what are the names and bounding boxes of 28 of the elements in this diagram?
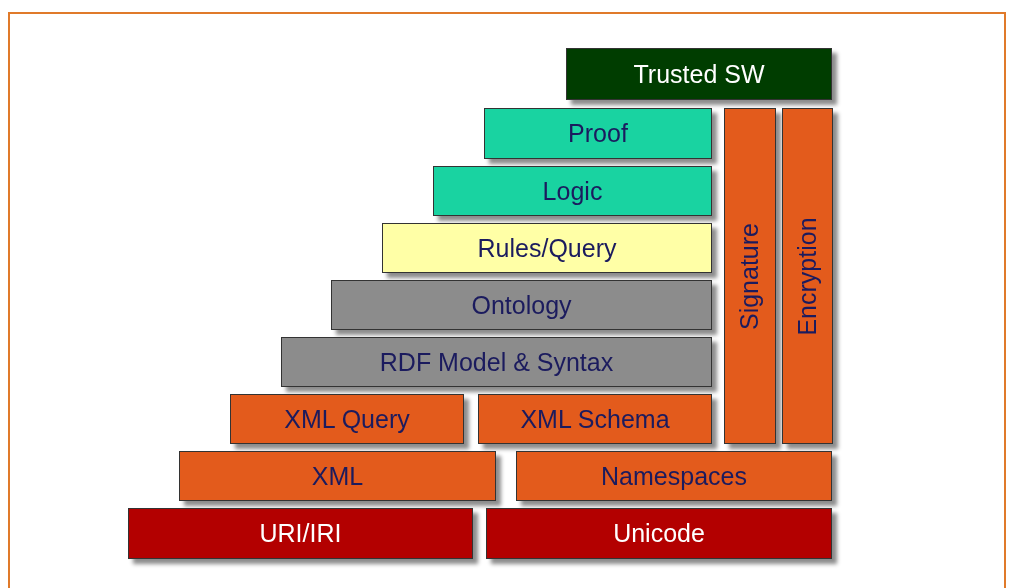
layer-box <box>281 337 712 387</box>
layer-label: Signature <box>735 222 765 330</box>
layer-label: Rules/Query <box>477 233 617 263</box>
layer-label: Trusted SW <box>633 59 765 89</box>
layer-box <box>486 508 832 559</box>
layer-box <box>484 108 712 159</box>
layer-box <box>478 394 712 444</box>
layer-label: XML Schema <box>520 404 670 434</box>
layer-box <box>566 48 832 100</box>
layer-label: Encryption <box>793 216 822 336</box>
vertical-layer-bar <box>724 108 776 444</box>
layer-box <box>382 223 712 273</box>
layer-label: Proof <box>568 119 628 148</box>
layer-box <box>179 451 496 501</box>
layer-box <box>433 166 712 216</box>
layer-label: Namespaces <box>601 461 747 491</box>
layer-label: Ontology <box>471 290 572 320</box>
layer-box <box>331 280 712 330</box>
layer-box <box>128 508 473 559</box>
layer-box <box>516 451 832 501</box>
layer-label: XML <box>311 461 364 491</box>
layer-label: Unicode <box>613 519 705 548</box>
layer-label: XML Query <box>284 404 410 434</box>
layer-box <box>230 394 464 444</box>
layer-label: RDF Model & Syntax <box>379 347 614 377</box>
layer-label: URI/IRI <box>259 519 342 548</box>
layer-label: Logic <box>542 176 603 206</box>
vertical-layer-bar <box>782 108 833 444</box>
